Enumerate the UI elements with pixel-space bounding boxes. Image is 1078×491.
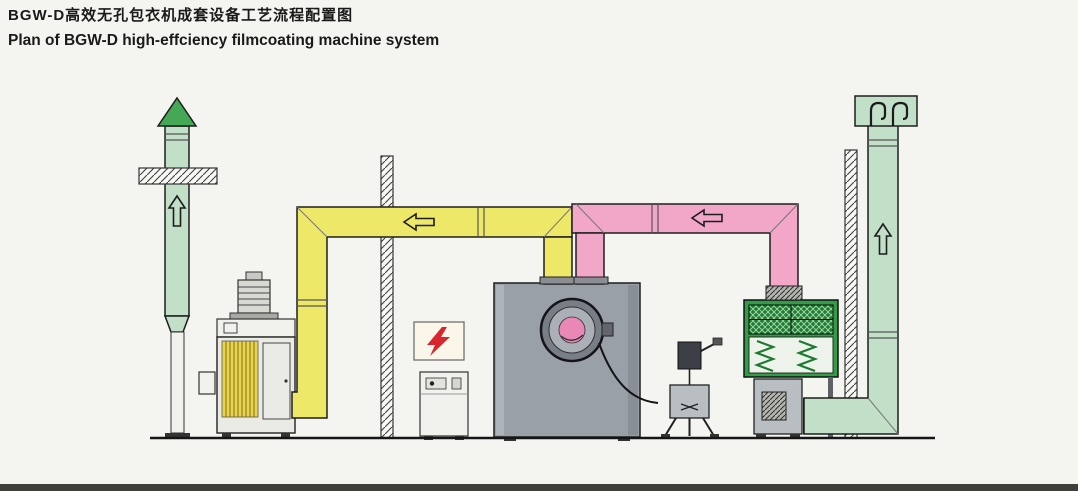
- motor-base-plate: [229, 312, 279, 320]
- filter-bags: [221, 340, 259, 418]
- stack-up-arrow-icon: [167, 194, 187, 227]
- cabinet-button: [451, 377, 462, 390]
- spray-hose: [598, 342, 659, 404]
- cabinet-indicator: [429, 381, 435, 386]
- mixer-foot-left: [661, 434, 670, 437]
- collector-motor-cap: [245, 271, 263, 281]
- exhaust-stack: [138, 96, 218, 438]
- yellow-exhaust-duct: [291, 206, 577, 419]
- collector-door: [262, 342, 291, 420]
- stack-base: [165, 433, 190, 438]
- dust-collector: [216, 271, 296, 438]
- yellow-flow-arrow-icon: [402, 212, 435, 232]
- intake-hood: [854, 95, 918, 127]
- warning-sign: [413, 321, 465, 361]
- page-title-chinese: BGW-D高效无孔包衣机成套设备工艺流程配置图: [8, 7, 354, 24]
- porthole-latch: [601, 322, 614, 337]
- roof-penetration: [138, 167, 218, 185]
- cabinet-display: [425, 377, 447, 390]
- mixer-handle-knob: [712, 337, 723, 346]
- intake-elbow-seam: [867, 397, 899, 435]
- collector-leg-right: [281, 433, 290, 438]
- pink-machine-collar: [573, 276, 609, 285]
- filter-bag-lines: [225, 341, 255, 417]
- stack-body: [164, 125, 190, 317]
- fan-motor: [761, 391, 787, 421]
- mixer-foot-right: [710, 434, 719, 437]
- machine-highlight: [496, 285, 504, 435]
- intake-flow-arrow-icon: [873, 222, 893, 255]
- yellow-machine-collar: [539, 276, 577, 285]
- blower-fan: [753, 378, 804, 438]
- pink-supply-duct: [571, 203, 803, 301]
- pink-duct-drop: [575, 232, 605, 285]
- stack-reducer: [163, 315, 191, 333]
- control-cabinet: [419, 371, 469, 440]
- yellow-duct-drop: [543, 236, 573, 285]
- gooseneck-pipe-left: [869, 101, 887, 126]
- yellow-elbow-seam-right: [543, 206, 573, 238]
- collector-motor: [237, 279, 271, 314]
- stack-flange-marks: [165, 133, 189, 141]
- page-bottom-edge: [0, 484, 1078, 491]
- pink-elbow-seam-right: [769, 203, 799, 234]
- page-title-english: Plan of BGW-D high-effciency filmcoating…: [8, 32, 440, 49]
- yellow-elbow-seam-top: [296, 206, 328, 238]
- mixer-legs: [664, 417, 715, 437]
- stack-arrowhead-icon: [156, 96, 198, 127]
- wall-right-hatch: [844, 149, 858, 439]
- intake-flange-marks: [868, 139, 898, 339]
- solution-mixer: [661, 337, 723, 437]
- stack-support-post: [170, 331, 185, 434]
- pink-exchanger-connector: [765, 285, 803, 301]
- mixer-vessel: [669, 384, 710, 419]
- wall-left-hatch: [380, 155, 394, 439]
- heating-coil-right: [795, 339, 819, 373]
- coating-pan-interior: [558, 316, 586, 344]
- lightning-icon: [427, 327, 450, 356]
- mixer-motor: [677, 341, 702, 370]
- wall-column-right: [844, 149, 858, 439]
- collector-leg-left: [222, 433, 231, 438]
- machine-shade: [628, 285, 638, 435]
- collector-window: [223, 322, 238, 334]
- collector-top-plenum: [216, 318, 296, 338]
- title-block: BGW-D高效无孔包衣机成套设备工艺流程配置图 Plan of BGW-D hi…: [8, 4, 439, 50]
- fan-foot-right: [790, 434, 800, 438]
- tablet-bed-line: [560, 334, 584, 341]
- pink-flow-arrow-icon: [690, 208, 723, 228]
- mixer-blades: [680, 403, 699, 411]
- fan-foot-left: [756, 434, 766, 438]
- pink-elbow-seam-left: [575, 203, 605, 234]
- yellow-flange-marks: [297, 207, 485, 307]
- wall-column-left: [380, 155, 394, 439]
- heating-coil-left: [753, 339, 777, 373]
- heat-exchanger: [743, 299, 839, 437]
- gooseneck-pipe-right: [891, 101, 909, 126]
- door-handle: [284, 379, 288, 383]
- coating-machine: [493, 282, 659, 441]
- pink-flange-marks: [651, 204, 659, 233]
- stack-side-box: [198, 371, 216, 395]
- motor-fins: [238, 286, 270, 306]
